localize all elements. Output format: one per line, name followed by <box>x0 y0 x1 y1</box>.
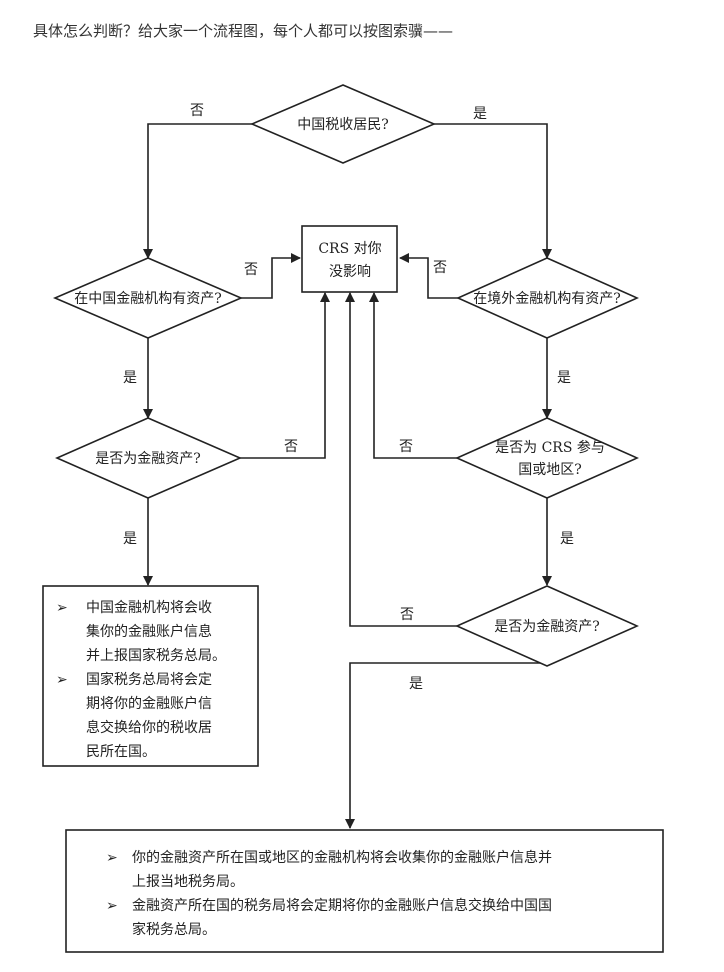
terminal-crs-no-effect <box>301 225 398 293</box>
label-overseas-assets: 在境外金融机构有资产? <box>473 291 621 307</box>
edge-label-china-no: 否 <box>244 262 258 278</box>
label-tax-resident: 中国税收居民? <box>297 117 389 133</box>
left-box-item2-line4: 民所在国。 <box>86 744 156 760</box>
bottom-box-bullet-1: ➢ <box>106 850 118 866</box>
left-box-item1-line2: 集你的金融账户信息 <box>86 623 212 640</box>
edge-label-finleft-no: 否 <box>284 439 298 455</box>
label-crs-no-effect-2: 没影响 <box>329 264 371 280</box>
edge-finright-no <box>345 292 457 627</box>
edge-label-tax-yes: 是 <box>473 106 487 122</box>
decision-financial-left <box>55 417 243 499</box>
label-financial-left: 是否为金融资产? <box>95 451 201 467</box>
left-box-item1-line3: 并上报国家税务总局。 <box>86 647 226 664</box>
edge-label-crscountry-no: 否 <box>399 439 413 455</box>
left-box-bullet-2: ➢ <box>56 672 68 688</box>
edge-label-overseas-no: 否 <box>433 260 447 276</box>
edge-tax-no <box>143 123 252 259</box>
decision-overseas-assets <box>456 257 639 339</box>
bottom-box-item1-line1: 你的金融资产所在国或地区的金融机构将会收集你的金融账户信息并 <box>132 849 552 866</box>
label-financial-right: 是否为金融资产? <box>494 619 600 635</box>
bottom-box-item2-line1: 金融资产所在国的税务局将会定期将你的金融账户信息交换给中国国 <box>132 897 552 914</box>
label-crs-country-2: 国或地区? <box>518 462 582 478</box>
bottom-box-item1-line2: 上报当地税务局。 <box>132 874 244 890</box>
left-box-bullet-1: ➢ <box>56 600 68 616</box>
edge-overseas-no <box>399 253 458 299</box>
result-box-overseas <box>65 829 664 953</box>
edge-finright-yes <box>345 662 548 829</box>
edge-label-china-yes: 是 <box>123 370 137 386</box>
edge-crscountry-no <box>369 292 457 459</box>
edge-label-overseas-yes: 是 <box>557 370 571 386</box>
label-crs-no-effect-1: CRS 对你 <box>318 241 381 257</box>
bottom-box-bullet-2: ➢ <box>106 898 118 914</box>
edge-label-finright-no: 否 <box>400 607 414 623</box>
edge-label-crscountry-yes: 是 <box>560 531 574 547</box>
left-box-item2-line3: 息交换给你的税收居 <box>86 719 212 736</box>
decision-financial-right <box>455 585 639 667</box>
decision-crs-country <box>455 417 639 499</box>
decision-tax-resident <box>249 84 437 164</box>
edge-label-tax-no: 否 <box>190 103 204 119</box>
decision-china-assets <box>52 257 244 339</box>
intro-text: 具体怎么判断？给大家一个流程图，每个人都可以按图索骥—— <box>33 22 454 40</box>
bottom-box-item2-line2: 家税务总局。 <box>132 921 216 938</box>
left-box-item2-line1: 国家税务总局将会定 <box>86 671 212 688</box>
edge-finleft-no <box>240 292 330 459</box>
label-china-assets: 在中国金融机构有资产? <box>74 291 222 307</box>
edge-label-finleft-yes: 是 <box>123 531 137 547</box>
edge-label-finright-yes: 是 <box>409 676 423 692</box>
edge-tax-yes <box>434 123 552 259</box>
result-box-china <box>42 585 259 767</box>
label-crs-country-1: 是否为 CRS 参与 <box>495 439 605 456</box>
left-box-item1-line1: 中国金融机构将会收 <box>86 600 212 616</box>
edge-china-no <box>241 253 301 299</box>
left-box-item2-line2: 期将你的金融账户信 <box>86 695 212 712</box>
